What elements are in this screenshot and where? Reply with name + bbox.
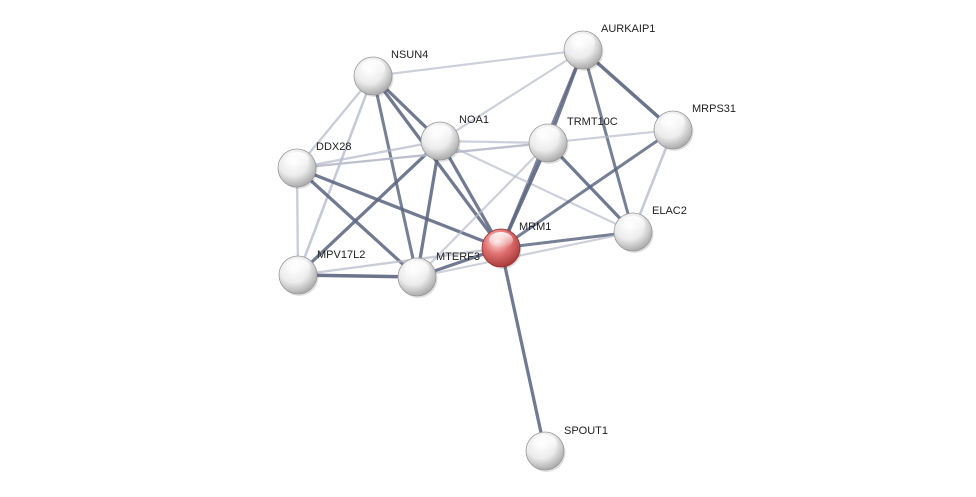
node-spout1[interactable]: SPOUT1 xyxy=(525,425,608,472)
node-mpv17l2[interactable]: MPV17L2 xyxy=(278,249,365,296)
edge-noa1-mterf3 xyxy=(415,139,442,279)
node-highlight xyxy=(661,114,685,130)
node-ddx28[interactable]: DDX28 xyxy=(277,141,351,189)
node-aurkaip1[interactable]: AURKAIP1 xyxy=(563,23,655,71)
edge-mrm1-mpv17l2 xyxy=(296,246,503,277)
edge-aurkaip1-mrps31 xyxy=(581,48,675,132)
node-label: MRM1 xyxy=(519,221,551,233)
node-highlight xyxy=(621,216,645,232)
edge-noa1-ddx28 xyxy=(295,139,442,170)
node-label: AURKAIP1 xyxy=(601,23,655,35)
edge-mterf3-elac2 xyxy=(415,230,635,279)
node-label: MPV17L2 xyxy=(317,249,365,261)
node-highlight xyxy=(361,60,385,76)
node-label: SPOUT1 xyxy=(564,425,608,437)
node-highlight xyxy=(286,259,310,275)
node-mrps31[interactable]: MRPS31 xyxy=(653,103,736,151)
edge-trmt10c-mterf3 xyxy=(415,141,550,279)
node-highlight xyxy=(533,435,557,451)
node-nsun4[interactable]: NSUN4 xyxy=(353,49,428,97)
node-highlight xyxy=(536,127,560,143)
node-label: ELAC2 xyxy=(652,205,687,217)
node-highlight xyxy=(489,232,513,248)
node-elac2[interactable]: ELAC2 xyxy=(613,205,687,253)
edge-noa1-mrm1 xyxy=(438,139,503,250)
edge-aurkaip1-nsun4 xyxy=(371,48,585,78)
node-highlight xyxy=(405,261,429,277)
node-label: NOA1 xyxy=(459,114,489,126)
node-noa1[interactable]: NOA1 xyxy=(420,114,489,162)
edge-ddx28-mrps31 xyxy=(295,128,675,170)
edge-ddx28-mterf3 xyxy=(295,166,419,279)
node-highlight xyxy=(428,125,452,141)
node-label: MRPS31 xyxy=(692,103,736,115)
node-label: NSUN4 xyxy=(391,49,428,61)
edge-mrm1-spout1 xyxy=(499,246,547,453)
node-highlight xyxy=(571,34,595,50)
node-label: MTERF3 xyxy=(436,251,480,263)
edge-mrm1-elac2 xyxy=(499,230,635,250)
edge-aurkaip1-elac2 xyxy=(581,48,635,234)
node-label: TRMT10C xyxy=(567,116,618,128)
edge-nsun4-ddx28 xyxy=(295,74,375,170)
node-mterf3[interactable]: MTERF3 xyxy=(397,251,480,298)
node-trmt10c[interactable]: TRMT10C xyxy=(528,116,618,164)
edge-noa1-elac2 xyxy=(438,139,635,234)
edge-ddx28-mrm1 xyxy=(295,166,503,250)
edge-nsun4-mterf3 xyxy=(371,74,419,279)
node-mrm1[interactable]: MRM1 xyxy=(481,221,551,269)
edge-mrps31-mrm1 xyxy=(499,128,675,250)
edge-mpv17l2-mterf3 xyxy=(296,273,419,279)
edge-aurkaip1-noa1 xyxy=(438,48,585,143)
edge-nsun4-mpv17l2 xyxy=(296,74,375,277)
node-highlight xyxy=(285,152,309,168)
edge-noa1-mpv17l2 xyxy=(296,139,442,277)
node-label: DDX28 xyxy=(316,141,351,153)
